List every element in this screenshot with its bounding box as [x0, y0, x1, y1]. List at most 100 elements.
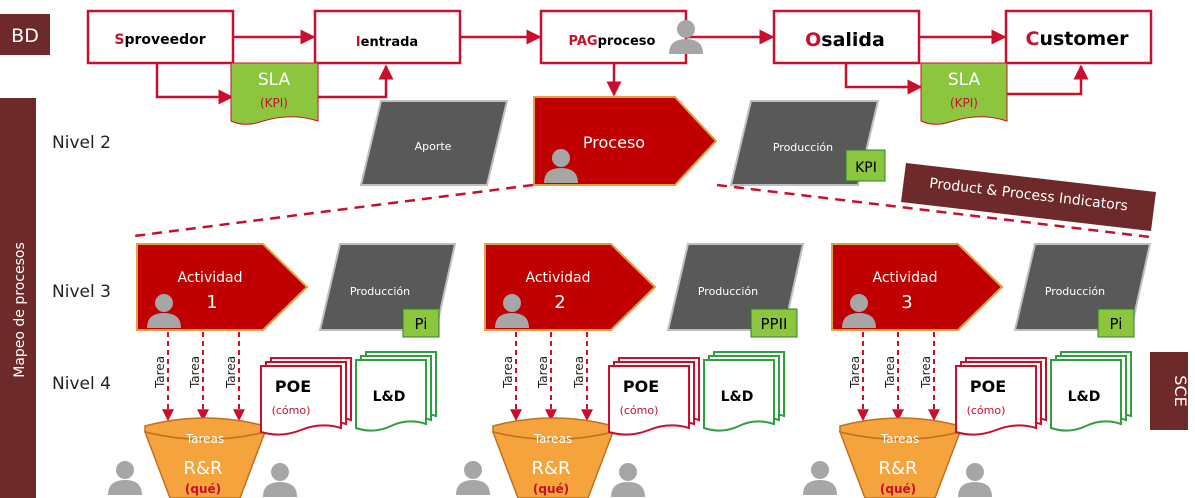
proceso-shape — [533, 96, 718, 186]
box-entrada — [313, 9, 462, 65]
box-entrada-letter: I — [356, 35, 361, 50]
funnel-label: Tareas — [880, 432, 919, 446]
indicator-tag-label: PPII — [761, 315, 788, 333]
zoom-line-right — [716, 183, 1151, 239]
person-icon — [611, 463, 645, 497]
poe-label: POE — [970, 377, 1006, 396]
ld-label: L&D — [1068, 389, 1101, 405]
sla-note-2 — [920, 62, 1008, 125]
activity-title: Actividad — [873, 270, 938, 286]
activity-produccion-label: Producción — [350, 285, 410, 298]
box-customer — [1004, 9, 1153, 65]
sla-note-2-sub: (KPI) — [950, 96, 978, 110]
task-label: Tarea — [883, 356, 897, 389]
sla-note-2-title: SLA — [948, 70, 981, 90]
ld-label: L&D — [373, 389, 406, 405]
aporte-shape — [359, 100, 509, 186]
poe-sub: (cómo) — [272, 404, 311, 417]
task-label: Tarea — [224, 356, 238, 389]
bd-badge — [0, 14, 50, 55]
poe-sub: (cómo) — [967, 404, 1006, 417]
svg-text:Osalida: Osalida — [805, 29, 885, 51]
funnel-sub: (qué) — [533, 482, 569, 496]
box-salida — [772, 9, 921, 65]
poe-sub: (cómo) — [620, 404, 659, 417]
sla-note-1 — [230, 62, 319, 125]
activity-number: 2 — [554, 292, 565, 313]
box-proveedor — [86, 9, 235, 65]
level-3-label: Nivel 3 — [52, 282, 111, 302]
box-salida-letter: O — [805, 29, 821, 51]
kpi-tag — [845, 149, 886, 182]
poe-doc-page — [260, 365, 342, 436]
process-mapping-sidebar — [0, 98, 36, 498]
svg-text:Ientrada: Ientrada — [356, 35, 418, 50]
task-label: Tarea — [188, 356, 202, 389]
activity-produccion-label: Producción — [698, 285, 758, 298]
task-label: Tarea — [572, 356, 586, 389]
level-4-label: Nivel 4 — [52, 374, 111, 394]
activity-title: Actividad — [526, 270, 591, 286]
box-proveedor-letter: S — [114, 32, 124, 48]
indicator-tag — [1097, 308, 1135, 338]
bd-badge-label: BD — [11, 25, 39, 47]
poe-label: POE — [623, 377, 659, 396]
box-customer-label: ustomer — [1039, 28, 1129, 50]
level-2-label: Nivel 2 — [52, 133, 111, 153]
activity-shape — [484, 243, 657, 331]
funnel-label: Tareas — [533, 432, 572, 446]
activity-title: Actividad — [178, 270, 243, 286]
indicators-banner — [901, 163, 1156, 231]
process-mapping-label: Mapeo de procesos — [12, 242, 28, 378]
person-icon — [108, 461, 142, 495]
proceso-label: Proceso — [583, 133, 645, 152]
ld-doc-page — [355, 359, 427, 432]
box-proceso-label: proceso — [598, 34, 656, 49]
activity-shape — [831, 243, 1004, 331]
aporte-label: Aporte — [415, 140, 452, 153]
ld-label: L&D — [721, 389, 754, 405]
sipoc-boxes: Sproveedor Ientrada PAGproceso Osalida C… — [86, 9, 1153, 65]
funnel-label: Tareas — [185, 432, 224, 446]
box-proceso-letter: PAG — [569, 34, 598, 49]
ld-doc-page — [703, 359, 775, 432]
box-customer-letter: C — [1026, 28, 1040, 50]
funnel-main: R&R — [183, 458, 222, 479]
funnel-body — [491, 430, 615, 498]
funnel-body — [838, 430, 962, 498]
activity-number: 3 — [901, 292, 912, 313]
sla-note-1-sub: (KPI) — [260, 96, 288, 110]
task-label: Tarea — [848, 356, 862, 389]
funnel-sub: (qué) — [880, 482, 916, 496]
funnel-main: R&R — [878, 458, 917, 479]
produccion-label: Producción — [773, 141, 833, 154]
funnel-body — [143, 430, 267, 498]
svg-text:PAGproceso: PAGproceso — [569, 34, 656, 49]
sla-note-1-title: SLA — [258, 70, 291, 90]
zoom-line-left — [133, 183, 534, 238]
person-icon — [803, 461, 837, 495]
poe-doc-page — [608, 365, 690, 436]
funnel-main: R&R — [531, 458, 570, 479]
task-label: Tarea — [536, 356, 550, 389]
activity-number: 1 — [206, 292, 217, 313]
task-label: Tarea — [919, 356, 933, 389]
task-label: Tarea — [501, 356, 515, 389]
kpi-tag-label: KPI — [855, 160, 877, 176]
indicator-tag-label: Pi — [1110, 315, 1123, 333]
svg-text:Customer: Customer — [1026, 28, 1130, 50]
indicator-tag-label: Pi — [415, 315, 428, 333]
person-icon — [958, 463, 992, 497]
box-entrada-label: entrada — [361, 35, 419, 50]
funnel-sub: (qué) — [185, 482, 221, 496]
person-icon — [263, 463, 297, 497]
indicator-tag — [750, 308, 798, 338]
produccion-shape — [729, 100, 880, 186]
ld-doc-page — [1050, 359, 1122, 432]
poe-label: POE — [275, 377, 311, 396]
sce-badge — [1150, 352, 1188, 430]
